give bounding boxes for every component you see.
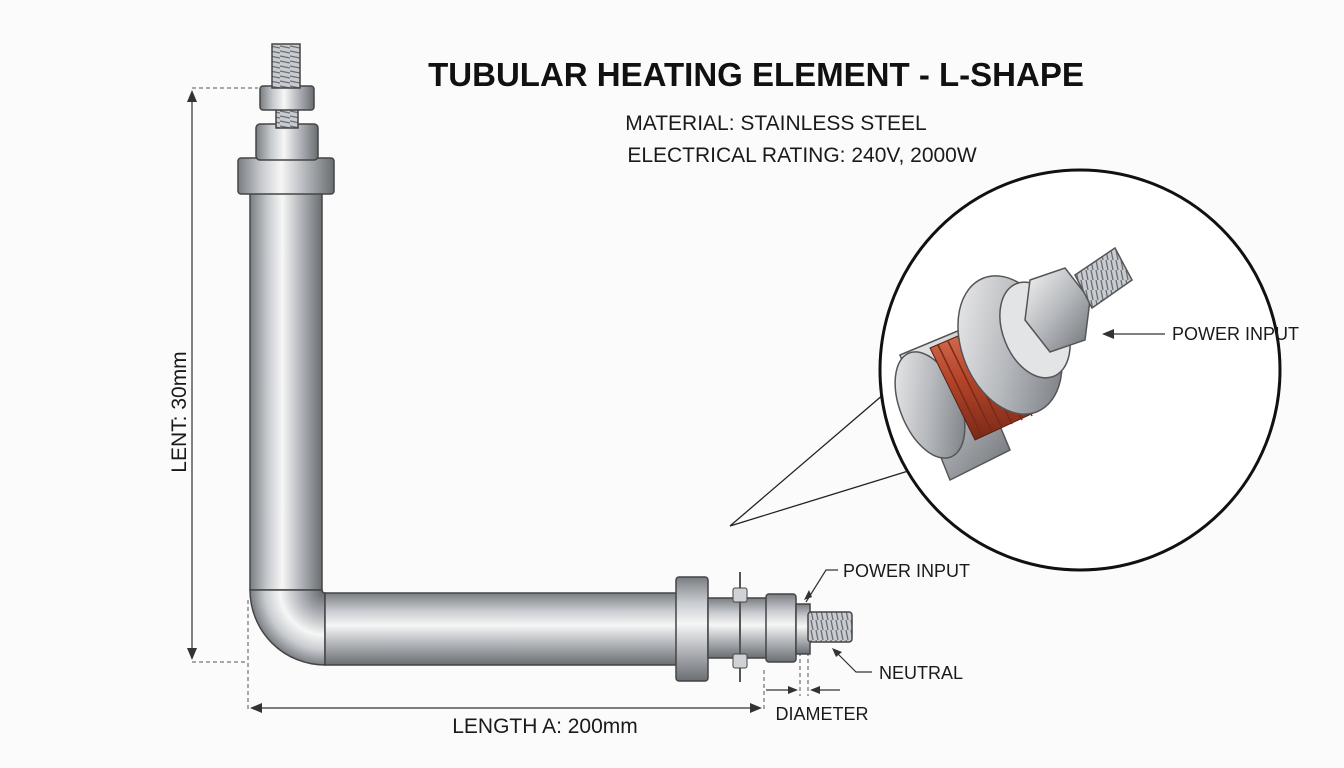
- diameter-label: DIAMETER: [775, 704, 868, 724]
- callouts: POWER INPUT NEUTRAL: [729, 369, 970, 683]
- horizontal-dimension: LENGTH A: 200mm: [247, 600, 765, 738]
- bottom-terminal: [675, 572, 853, 682]
- neutral-label: NEUTRAL: [879, 663, 963, 683]
- vertical-length-label: LENT: 30mm: [168, 351, 191, 472]
- hex-nut-icon: [1024, 267, 1091, 353]
- horizontal-length-label: LENGTH A: 200mm: [452, 715, 638, 738]
- threaded-terminal-icon: [807, 611, 853, 643]
- power-input-label: POWER INPUT: [843, 561, 970, 581]
- mounting-flange-icon: [675, 576, 709, 682]
- threaded-terminal-icon: [271, 43, 301, 89]
- electrical-rating: ELECTRICAL RATING: 240V, 2000W: [627, 144, 977, 167]
- top-terminal: [237, 43, 335, 195]
- hex-nut-icon: [765, 593, 797, 663]
- diagram-title: TUBULAR HEATING ELEMENT - L-SHAPE: [428, 56, 1084, 93]
- threaded-terminal-icon: [1074, 246, 1133, 310]
- power-input-detail-label: POWER INPUT: [1172, 324, 1299, 344]
- material-spec: MATERIAL: STAINLESS STEEL: [625, 112, 926, 135]
- heating-tube: [249, 191, 681, 666]
- hex-nut-icon: [255, 123, 319, 161]
- magnifier-detail-icon: [878, 168, 1282, 572]
- detail-callout: POWER INPUT: [1102, 324, 1299, 344]
- vertical-dimension: LENT: 30mm: [168, 87, 258, 663]
- mounting-flange-icon: [237, 157, 335, 195]
